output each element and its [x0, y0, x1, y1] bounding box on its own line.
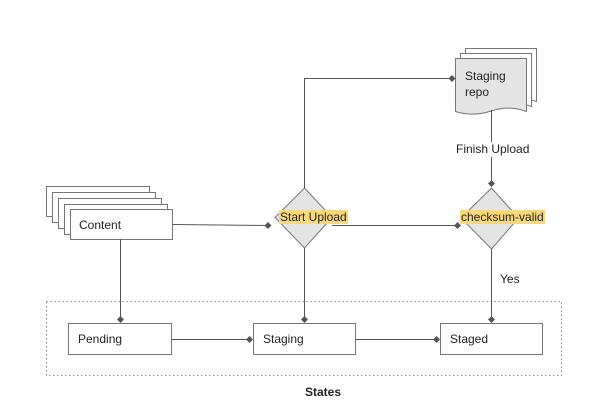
arrowhead [117, 316, 124, 323]
arrowhead [448, 75, 456, 82]
arrowhead [264, 222, 272, 229]
content-label: Content [79, 218, 122, 232]
yes-label: Yes [499, 272, 521, 287]
staging-repo-label: Staging repo [465, 69, 506, 99]
staging-node[interactable] [253, 323, 356, 355]
content-stack [46, 186, 173, 240]
arrowhead [488, 180, 495, 187]
edge-content-to-start-upload [172, 224, 269, 226]
arrowhead [246, 336, 253, 343]
staged-node[interactable] [440, 323, 543, 355]
pending-node[interactable] [68, 323, 172, 355]
pending-label: Pending [78, 332, 123, 346]
start-upload-label: Start Upload [279, 210, 348, 224]
checksum-valid-label-wrap: checksum-valid [460, 210, 545, 225]
staging-label: Staging [263, 332, 304, 346]
finish-upload-label: Finish Upload [455, 142, 531, 157]
staged-label: Staged [450, 332, 489, 346]
edge-start-upload-to-staging-repo [304, 78, 449, 188]
staging-repo-stack [455, 48, 537, 115]
arrowhead [454, 222, 461, 229]
arrowhead [301, 316, 308, 323]
arrowhead [433, 336, 440, 343]
arrowhead [488, 316, 495, 323]
states-group-label: States [305, 385, 342, 399]
start-upload-label-wrap: Start Upload [279, 210, 348, 225]
checksum-valid-label: checksum-valid [460, 210, 545, 224]
